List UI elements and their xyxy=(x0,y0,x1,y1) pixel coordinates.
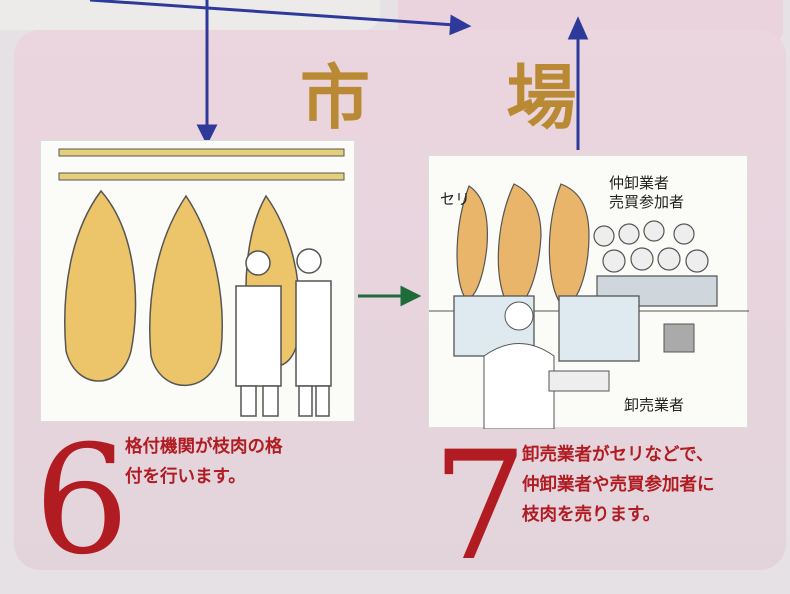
grading-illustration xyxy=(40,140,355,422)
flow-arrows xyxy=(89,0,589,307)
right-arrow-line xyxy=(89,0,456,27)
buyers-label-2: 売買参加者 xyxy=(609,193,685,211)
auction-label: セリ xyxy=(440,190,471,208)
section-title: 市 場 xyxy=(300,57,633,139)
step-7-description: 卸売業者がセリなどで、 仲卸業者や売買参加者に 枝肉を売ります。 xyxy=(522,440,715,530)
carcass xyxy=(149,194,223,387)
auction-illustration: セリ 仲卸業者 売買参加者 卸売業者 xyxy=(428,155,749,429)
up-arrow-head xyxy=(567,16,589,40)
inspectors xyxy=(235,248,332,417)
step-6-line: 付を行います。 xyxy=(125,467,246,487)
step-7-line: 卸売業者がセリなどで、 xyxy=(522,445,714,465)
step-arrow xyxy=(358,285,422,307)
keyboard xyxy=(548,370,610,392)
right-arrow-head xyxy=(449,14,472,36)
step-6-description: 格付機関が枝肉の格 付を行います。 xyxy=(125,432,283,492)
step-7-number: 7 xyxy=(432,420,528,594)
wholesaler-label: 卸売業者 xyxy=(624,396,685,414)
step-7-line: 仲卸業者や売買参加者に xyxy=(522,475,715,495)
buyers-label-1: 仲卸業者 xyxy=(609,174,670,192)
carcass xyxy=(64,189,137,382)
step-7-line: 枝肉を売ります。 xyxy=(522,505,661,525)
buyers-crowd xyxy=(593,220,718,307)
down-arrow-head xyxy=(196,124,218,146)
step-6-number: 6 xyxy=(34,414,130,588)
step-6-line: 格付機関が枝肉の格 xyxy=(125,437,283,457)
